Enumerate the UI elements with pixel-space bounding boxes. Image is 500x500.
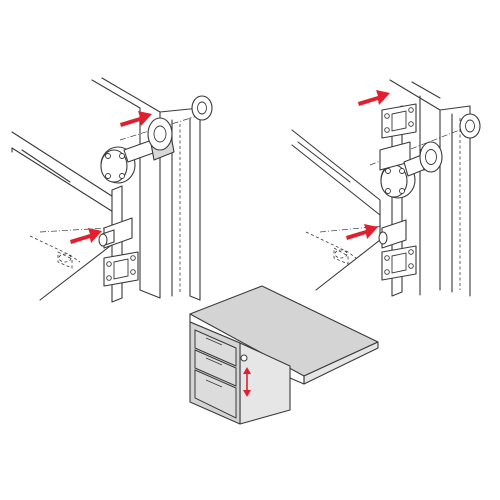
drawer (194, 329, 237, 367)
right-washer (459, 113, 481, 139)
drawer (194, 349, 237, 387)
drawer (194, 369, 237, 419)
left-detail (11, 77, 213, 303)
red-arrow-icon (120, 111, 152, 127)
vertical-double-arrow-icon (243, 367, 251, 397)
lock-icon (240, 354, 248, 362)
left-washer (191, 95, 213, 121)
red-arrow-icon (358, 90, 390, 106)
red-arrow-icon (70, 228, 102, 244)
right-desk-panel (291, 129, 383, 291)
left-connector-plate (98, 117, 175, 303)
right-detail (291, 79, 481, 297)
desk-with-drawers (189, 285, 379, 425)
red-arrow-icon (346, 224, 378, 240)
right-connector-plate (378, 103, 443, 297)
